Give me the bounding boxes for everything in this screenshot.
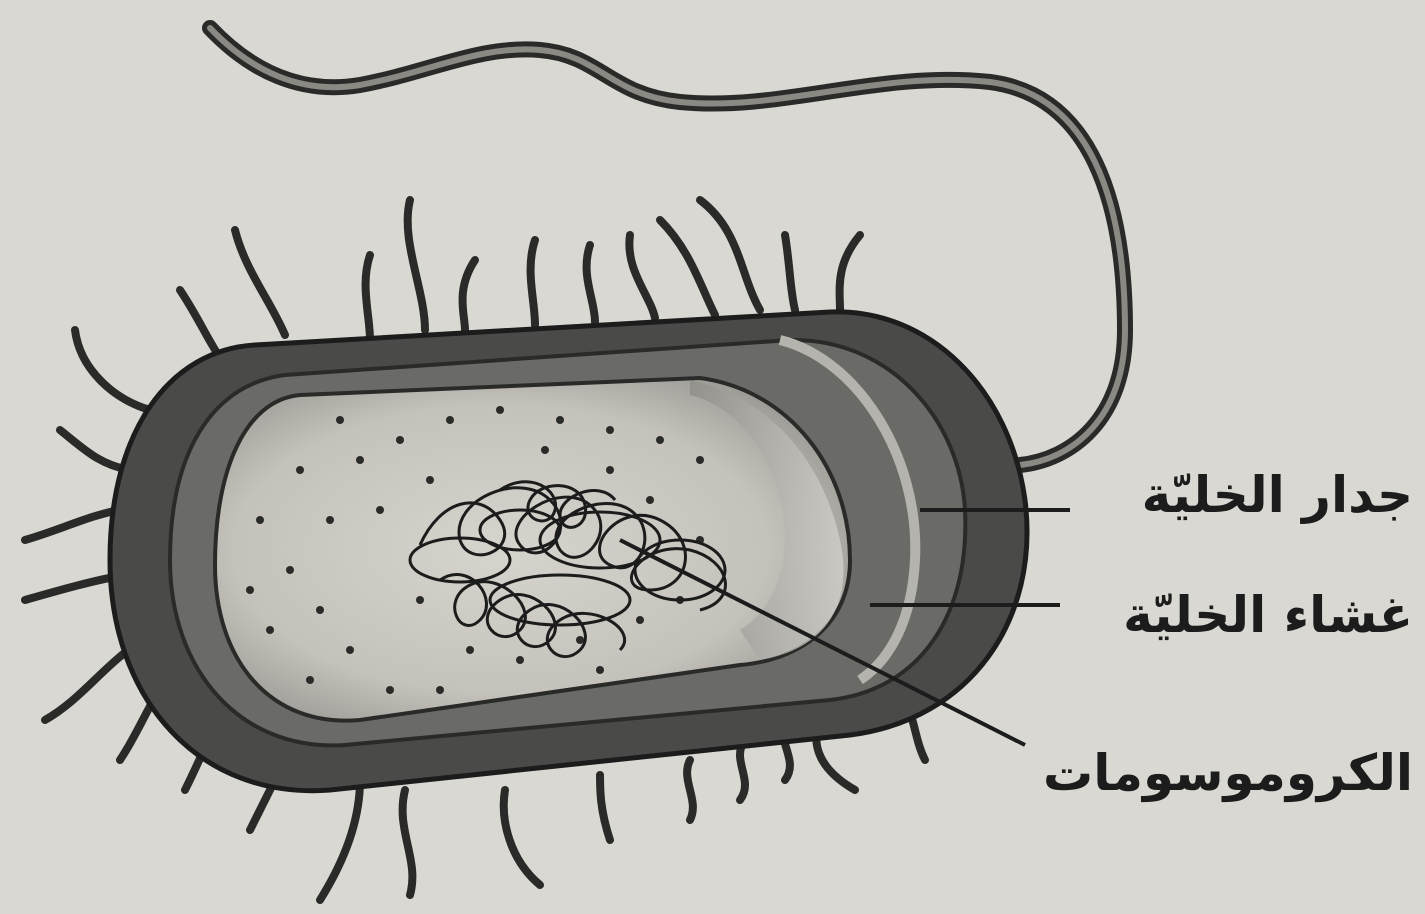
label-cell-wall: جدار الخليّة [1142, 470, 1413, 520]
label-cell-membrane: غشاء الخليّة [1123, 590, 1413, 640]
label-chromosomes: الكروموسومات [1043, 748, 1413, 798]
